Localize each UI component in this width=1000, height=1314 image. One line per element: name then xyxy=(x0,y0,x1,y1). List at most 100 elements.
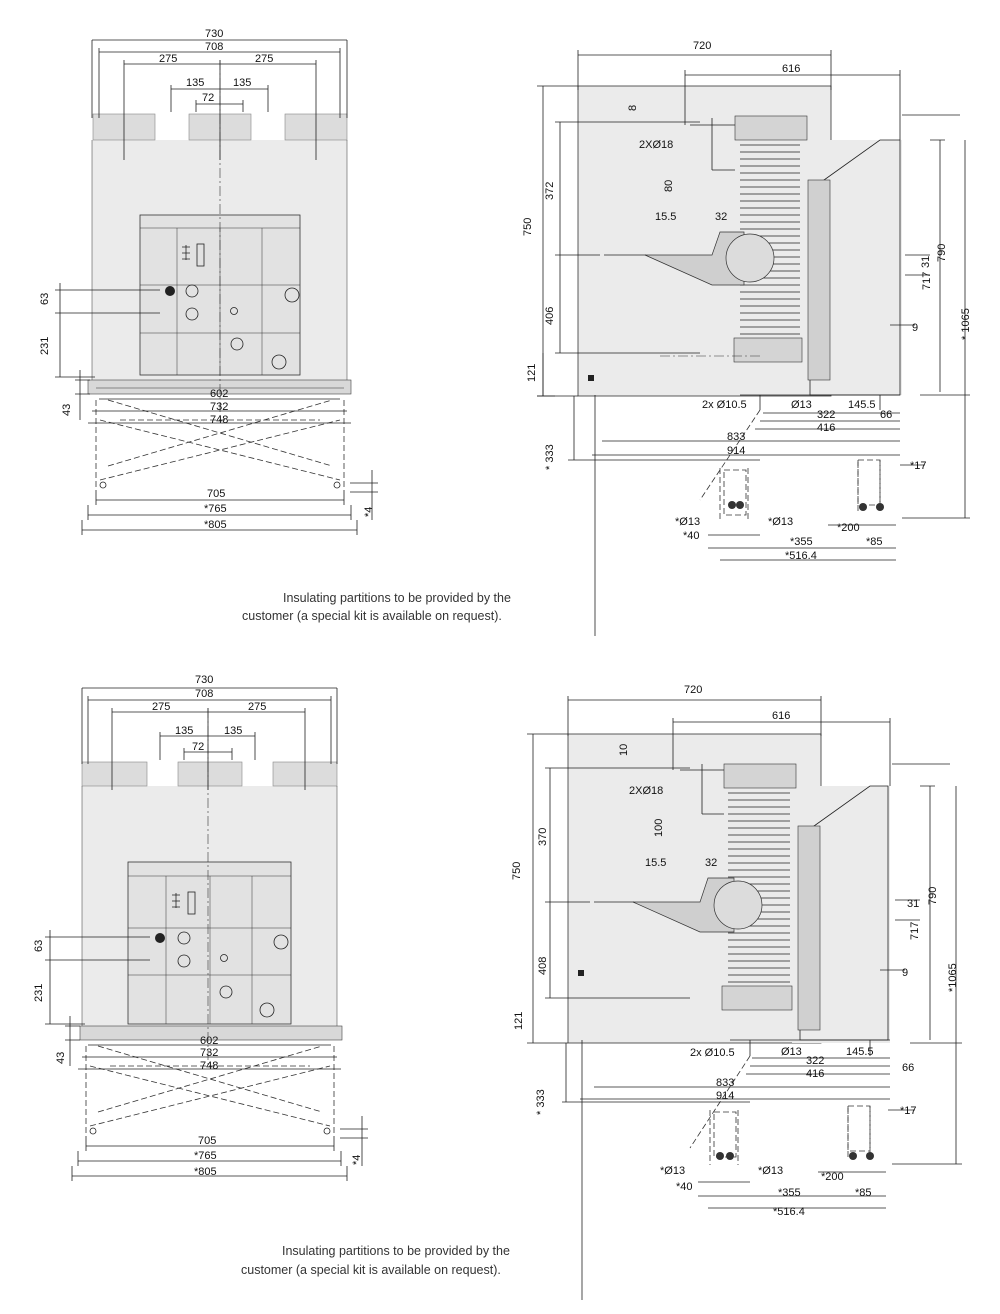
dim-85: *85 xyxy=(855,1187,872,1199)
note-line-1: Insulating partitions to be provided by … xyxy=(283,591,511,605)
dim-750: 750 xyxy=(522,218,534,236)
note-line-2: customer (a special kit is available on … xyxy=(242,609,502,623)
top-drawing: 730 708 275 275 135 135 72 63 231 43 602… xyxy=(39,28,972,636)
front-view-bottom xyxy=(79,687,343,1136)
dim-72: 72 xyxy=(202,92,214,104)
dim-805: *805 xyxy=(194,1166,217,1178)
dim-732: 732 xyxy=(210,401,228,413)
dim-333: * 333 xyxy=(535,1089,547,1115)
dim-135-right: 135 xyxy=(233,77,251,89)
dim-833: 833 xyxy=(716,1077,734,1089)
dim-717: 717 xyxy=(909,922,921,940)
dim-790: 790 xyxy=(936,244,948,262)
dim-275-left: 275 xyxy=(152,701,170,713)
dim-63: 63 xyxy=(33,940,45,952)
dim-135-left: 135 xyxy=(175,725,193,737)
dim-121: 121 xyxy=(513,1012,525,1030)
crank-icon xyxy=(230,337,244,351)
dim-732: 732 xyxy=(200,1047,218,1059)
dim-790: 790 xyxy=(927,887,939,905)
dim-322: 322 xyxy=(806,1055,824,1067)
dim-914: 914 xyxy=(716,1090,734,1102)
base-plate xyxy=(79,1025,343,1041)
dim-231: 231 xyxy=(39,337,51,355)
dim-914: 914 xyxy=(727,445,745,457)
side-view-bottom xyxy=(527,696,962,1300)
dim-145-5: 145.5 xyxy=(848,399,876,411)
dim-43: 43 xyxy=(61,404,73,416)
dim-2x-o18: 2XØ18 xyxy=(629,785,663,797)
dim-275-left: 275 xyxy=(159,53,177,65)
dim-121: 121 xyxy=(526,364,538,382)
dim-333: * 333 xyxy=(544,444,556,470)
dim-275-right: 275 xyxy=(248,701,266,713)
dim-708: 708 xyxy=(195,688,213,700)
knob-icon xyxy=(155,933,165,943)
dim-720: 720 xyxy=(684,684,702,696)
dim-31: 31 xyxy=(907,898,919,910)
dim-40: *40 xyxy=(676,1181,693,1193)
side-view-bottom-labels: 720 616 750 370 408 121 * 333 10 2XØ18 1… xyxy=(511,684,959,1218)
dim-416: 416 xyxy=(806,1068,824,1080)
dim-408: 408 xyxy=(537,957,549,975)
dim-1065: * 1065 xyxy=(960,308,972,340)
dim-32: 32 xyxy=(715,211,727,223)
dim-602: 602 xyxy=(210,388,228,400)
side-view-top-labels: 720 616 750 372 406 121 * 333 8 2XØ18 80… xyxy=(522,40,972,562)
crank-icon xyxy=(219,985,233,999)
dim-63: 63 xyxy=(39,293,51,305)
front-view-bottom-labels: 730 708 275 275 135 135 72 63 231 43 602… xyxy=(33,674,368,1181)
indicator-icon xyxy=(271,354,287,370)
contact-arm xyxy=(644,231,745,286)
dim-748: 748 xyxy=(210,414,228,426)
dim-66: 66 xyxy=(880,409,892,421)
front-view-top-labels: 730 708 275 275 135 135 72 63 231 43 602… xyxy=(39,28,378,535)
dim-355: *355 xyxy=(778,1187,801,1199)
dim-17: *17 xyxy=(910,460,927,472)
dim-720: 720 xyxy=(693,40,711,52)
dim-2x-o18: 2XØ18 xyxy=(639,139,673,151)
dim-40: *40 xyxy=(683,530,700,542)
note-line-2: customer (a special kit is available on … xyxy=(241,1263,501,1277)
dim-31: 31 xyxy=(920,256,932,268)
dim-748: 748 xyxy=(200,1060,218,1072)
control-panel xyxy=(127,861,292,1025)
dim-66: 66 xyxy=(902,1062,914,1074)
dim-o13: Ø13 xyxy=(791,399,812,411)
dim-80: 80 xyxy=(663,180,675,192)
dim-72: 72 xyxy=(192,741,204,753)
dim-406: 406 xyxy=(544,307,556,325)
dim-o13-left: *Ø13 xyxy=(660,1165,685,1177)
indicator-icon xyxy=(259,1002,275,1018)
dim-200: *200 xyxy=(821,1171,844,1183)
dim-15-5: 15.5 xyxy=(655,211,676,223)
dim-765: *765 xyxy=(194,1150,217,1162)
dim-2x-o10-5: 2x Ø10.5 xyxy=(690,1047,735,1059)
side-view-top xyxy=(537,50,970,636)
button-icon xyxy=(273,934,289,950)
dim-275-right: 275 xyxy=(255,53,273,65)
dim-8: 8 xyxy=(627,105,639,111)
dim-9: 9 xyxy=(912,322,918,334)
dim-o13-left: *Ø13 xyxy=(675,516,700,528)
dim-o13-right: *Ø13 xyxy=(768,516,793,528)
dim-145-5: 145.5 xyxy=(846,1046,874,1058)
button-icon xyxy=(177,931,191,945)
dim-17: *17 xyxy=(900,1105,917,1117)
dim-231: 231 xyxy=(33,984,45,1002)
button-icon xyxy=(177,954,191,968)
dim-602: 602 xyxy=(200,1035,218,1047)
dim-o13: Ø13 xyxy=(781,1046,802,1058)
button-icon xyxy=(185,284,199,298)
button-icon xyxy=(284,287,300,303)
dim-100: 100 xyxy=(653,819,665,837)
dim-705: 705 xyxy=(198,1135,216,1147)
dim-85: *85 xyxy=(866,536,883,548)
dim-805: *805 xyxy=(204,519,227,531)
dim-15-5: 15.5 xyxy=(645,857,666,869)
dim-516-4: *516.4 xyxy=(785,550,817,562)
dim-135-left: 135 xyxy=(186,77,204,89)
dim-765: *765 xyxy=(204,503,227,515)
front-view-top xyxy=(87,39,352,490)
